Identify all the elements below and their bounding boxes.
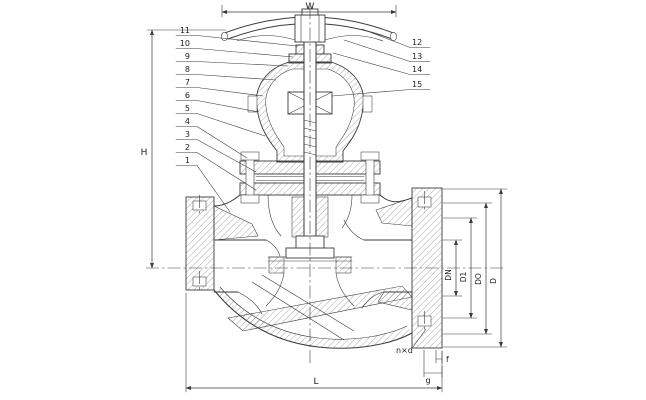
dim-label-f: f (446, 355, 449, 364)
callout-left-1: 1 (185, 156, 190, 165)
bonnet-lug-left (247, 95, 258, 113)
left-hub-section (213, 205, 259, 241)
joint-bolt-right (360, 151, 380, 204)
dim-label-d1: D1 (459, 271, 468, 282)
joint-bolt-left (240, 151, 260, 204)
nxd-leader-line (412, 328, 427, 348)
valve-seat (265, 256, 355, 307)
valve-body (185, 187, 443, 349)
callouts-left: 11 10 9 8 7 6 5 4 3 2 1 (175, 26, 298, 213)
callout-left-5: 5 (185, 104, 190, 113)
passage-partition-section (227, 285, 413, 332)
dim-label-l: L (313, 377, 318, 387)
callout-left-7: 7 (185, 78, 190, 87)
dim-label-dn: DN (444, 269, 453, 280)
right-hub-section (375, 197, 413, 227)
callout-left-4: 4 (185, 117, 190, 126)
centerlines (146, 6, 506, 364)
callout-right-14: 14 (412, 65, 422, 74)
callout-left-8: 8 (185, 65, 190, 74)
callout-right-15: 15 (412, 80, 422, 89)
callouts-right: 12 13 14 15 (331, 28, 431, 97)
dimension-flange-details: n×d f g (396, 328, 449, 385)
left-flange (185, 195, 215, 292)
callout-right-13: 13 (412, 52, 422, 61)
dimension-diameters: DN D1 DO D (442, 188, 508, 348)
callout-right-12: 12 (412, 38, 422, 47)
dim-label-h: H (141, 148, 148, 158)
callout-left-11: 11 (180, 26, 190, 35)
callout-left-10: 10 (180, 39, 190, 48)
callout-left-9: 9 (185, 52, 190, 61)
dim-label-g: g (425, 376, 430, 385)
callout-left-3: 3 (185, 130, 190, 139)
dimension-w: W (221, 2, 397, 18)
dim-label-d: D (489, 278, 498, 284)
dim-label-w: W (306, 2, 315, 12)
dim-label-nxd: n×d (396, 346, 413, 355)
dim-label-do: DO (474, 273, 483, 285)
bonnet-lug-right (362, 95, 373, 113)
callout-left-2: 2 (185, 143, 190, 152)
callout-left-6: 6 (185, 91, 190, 100)
dimension-h: H (141, 29, 227, 269)
